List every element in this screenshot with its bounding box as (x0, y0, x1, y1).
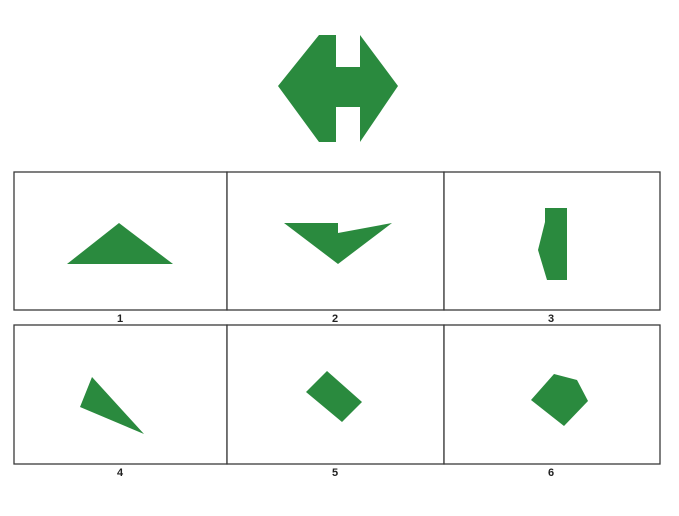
option-shape-1 (67, 223, 173, 264)
option-number-4: 4 (117, 467, 124, 479)
target-shape (278, 35, 398, 142)
option-panel-3[interactable] (443, 171, 661, 311)
option-number-2: 2 (332, 313, 338, 325)
option-shape-3 (538, 208, 567, 280)
option-shape-6 (531, 374, 588, 426)
option-panel-5[interactable] (226, 324, 445, 465)
target-figure (278, 35, 398, 142)
option-panel-2[interactable] (226, 171, 445, 311)
option-number-1: 1 (117, 313, 123, 325)
option-panel-4[interactable] (13, 324, 228, 465)
option-shape-2 (284, 223, 392, 264)
option-panel-1[interactable] (13, 171, 228, 311)
option-panel-6[interactable] (443, 324, 661, 465)
option-shape-4 (80, 377, 144, 434)
option-number-5: 5 (332, 467, 338, 479)
option-number-6: 6 (548, 467, 554, 479)
option-number-3: 3 (548, 313, 554, 325)
option-shape-5 (306, 371, 362, 422)
